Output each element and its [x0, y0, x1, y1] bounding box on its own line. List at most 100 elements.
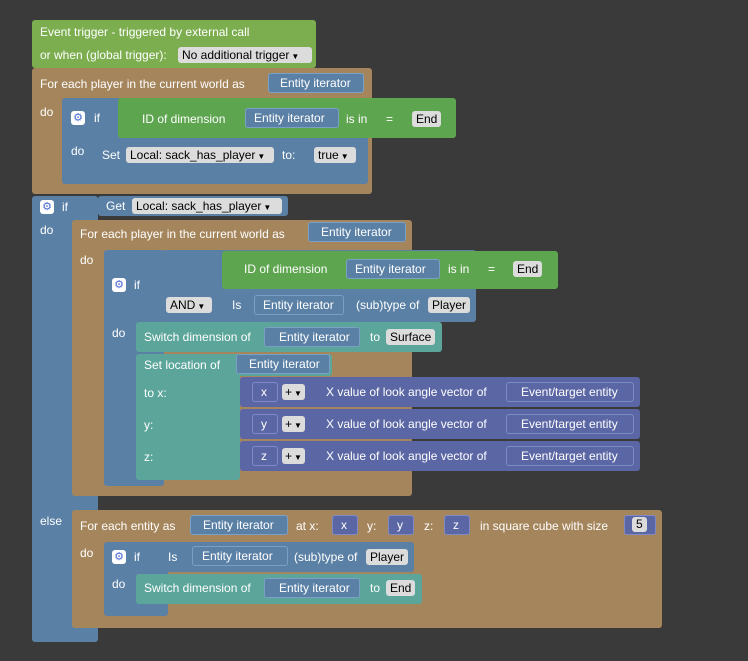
entity-iterator-slot[interactable]: Entity iterator: [236, 354, 330, 374]
do-label: do: [40, 223, 54, 237]
entity-iterator-label: Entity iterator: [263, 298, 334, 312]
if-label: if: [134, 550, 140, 564]
global-trigger-dropdown[interactable]: No additional trigger▼: [178, 47, 312, 63]
z-variable-label: z: [453, 518, 459, 532]
if-label: if: [134, 278, 140, 292]
is-label: Is: [168, 550, 178, 564]
entity-iterator-label: Entity iterator: [321, 225, 392, 239]
entity-iterator-slot[interactable]: Entity iterator: [346, 259, 440, 279]
player-field[interactable]: Player: [428, 297, 471, 313]
chevron-down-icon: ▼: [340, 152, 349, 161]
entity-iterator-label: Entity iterator: [279, 330, 350, 344]
x-variable-slot[interactable]: x: [332, 515, 358, 535]
to-label: to:: [282, 148, 296, 162]
plus-operator: +: [285, 417, 293, 431]
do-label: do: [112, 577, 126, 591]
global-trigger-value: No additional trigger: [182, 48, 290, 62]
plus-operator-dropdown[interactable]: +▼: [282, 448, 305, 464]
look-angle-label: X value of look angle vector of: [326, 449, 487, 463]
global-trigger-label: or when (global trigger):: [40, 48, 167, 62]
size-number-slot[interactable]: 5: [624, 515, 656, 535]
player-value: Player: [432, 298, 467, 312]
is-label: Is: [232, 298, 242, 312]
event-trigger-block[interactable]: Event trigger - triggered by external ca…: [32, 20, 316, 68]
get-variable-block[interactable]: Get Local: sack_has_player▼: [98, 196, 288, 216]
switch-label: Switch dimension of: [144, 330, 251, 344]
gear-icon[interactable]: ⚙: [112, 550, 126, 564]
size-field[interactable]: 5: [632, 517, 647, 532]
loop-label: For each entity as: [80, 519, 176, 533]
y-variable-label: y: [261, 417, 267, 431]
is-in-label: is in: [346, 112, 368, 126]
event-target-slot[interactable]: Event/target entity: [506, 382, 634, 402]
y-variable-slot[interactable]: y: [388, 515, 414, 535]
entity-iterator-slot[interactable]: Entity iterator: [308, 222, 406, 242]
entity-iterator-label: Entity iterator: [203, 518, 274, 532]
end-value: End: [517, 262, 539, 276]
entity-iterator-slot[interactable]: Entity iterator: [264, 578, 360, 598]
end-value: End: [390, 581, 412, 595]
x-variable-label: x: [261, 385, 267, 399]
plus-operator-dropdown[interactable]: +▼: [282, 416, 305, 432]
chevron-down-icon: ▼: [197, 302, 206, 311]
entity-iterator-label: Entity iterator: [279, 581, 350, 595]
y-label: y:: [367, 519, 377, 533]
entity-iterator-label: Entity iterator: [355, 262, 426, 276]
entity-iterator-slot[interactable]: Entity iterator: [268, 73, 364, 93]
dimension-end-field[interactable]: End: [412, 111, 442, 127]
entity-iterator-slot[interactable]: Entity iterator: [254, 295, 344, 315]
surface-value: Surface: [390, 330, 432, 344]
to-x-label: to x:: [144, 386, 167, 400]
arithmetic-block[interactable]: z+▼ X value of look angle vector of Event/…: [240, 441, 640, 471]
do-label: do: [80, 546, 94, 560]
to-label: to: [370, 581, 381, 595]
entity-iterator-slot[interactable]: Entity iterator: [264, 327, 360, 347]
y-label: y:: [144, 418, 154, 432]
and-dropdown[interactable]: AND▼: [166, 297, 212, 313]
set-location-block[interactable]: Set location of to x: y: z:: [136, 354, 240, 480]
z-variable-slot[interactable]: z: [252, 446, 278, 466]
entity-iterator-slot[interactable]: Entity iterator: [192, 546, 288, 566]
z-label: z:: [144, 450, 154, 464]
chevron-down-icon: ▼: [257, 152, 266, 161]
loop-label: For each player in the current world as: [40, 77, 245, 91]
x-variable-slot[interactable]: x: [252, 382, 278, 402]
entity-iterator-slot[interactable]: Entity iterator: [245, 108, 339, 128]
end-field[interactable]: End: [386, 580, 416, 596]
switch-label: Switch dimension of: [144, 581, 251, 595]
event-target-slot[interactable]: Event/target entity: [506, 414, 634, 434]
variable-name: Local: sack_has_player: [130, 148, 256, 162]
true-dropdown[interactable]: true▼: [314, 147, 356, 163]
surface-field[interactable]: Surface: [386, 329, 436, 345]
set-variable-block[interactable]: Set Local: sack_has_player▼ to: true▼: [94, 140, 368, 170]
z-label: z:: [424, 519, 434, 533]
set-label: Set: [102, 148, 121, 162]
look-angle-label: X value of look angle vector of: [326, 385, 487, 399]
event-target-label: Event/target entity: [521, 449, 618, 463]
dimension-end-field[interactable]: End: [513, 261, 543, 277]
chevron-down-icon: ▼: [263, 203, 272, 212]
gear-icon[interactable]: ⚙: [112, 278, 126, 292]
entity-iterator-slot[interactable]: Entity iterator: [190, 515, 288, 535]
plus-operator: +: [285, 449, 293, 463]
subtype-of-label: (sub)type of: [294, 550, 358, 564]
entity-iterator-label: Entity iterator: [249, 357, 320, 371]
event-trigger-title: Event trigger - triggered by external ca…: [40, 25, 250, 39]
plus-operator-dropdown[interactable]: +▼: [282, 384, 305, 400]
entity-iterator-label: Entity iterator: [202, 549, 273, 563]
entity-iterator-label: Entity iterator: [254, 111, 325, 125]
id-of-dimension-label: ID of dimension: [244, 262, 328, 276]
variable-dropdown[interactable]: Local: sack_has_player▼: [126, 147, 274, 163]
plus-operator: +: [285, 385, 293, 399]
player-field[interactable]: Player: [366, 549, 409, 565]
gear-icon[interactable]: ⚙: [71, 111, 85, 125]
event-target-slot[interactable]: Event/target entity: [506, 446, 634, 466]
and-value: AND: [170, 298, 196, 312]
z-variable-slot[interactable]: z: [444, 515, 470, 535]
arithmetic-block[interactable]: x +▼ X value of look angle vector of Event/…: [240, 377, 640, 407]
player-value: Player: [370, 550, 405, 564]
gear-icon[interactable]: ⚙: [40, 200, 54, 214]
variable-dropdown[interactable]: Local: sack_has_player▼: [132, 198, 282, 214]
y-variable-slot[interactable]: y: [252, 414, 278, 434]
